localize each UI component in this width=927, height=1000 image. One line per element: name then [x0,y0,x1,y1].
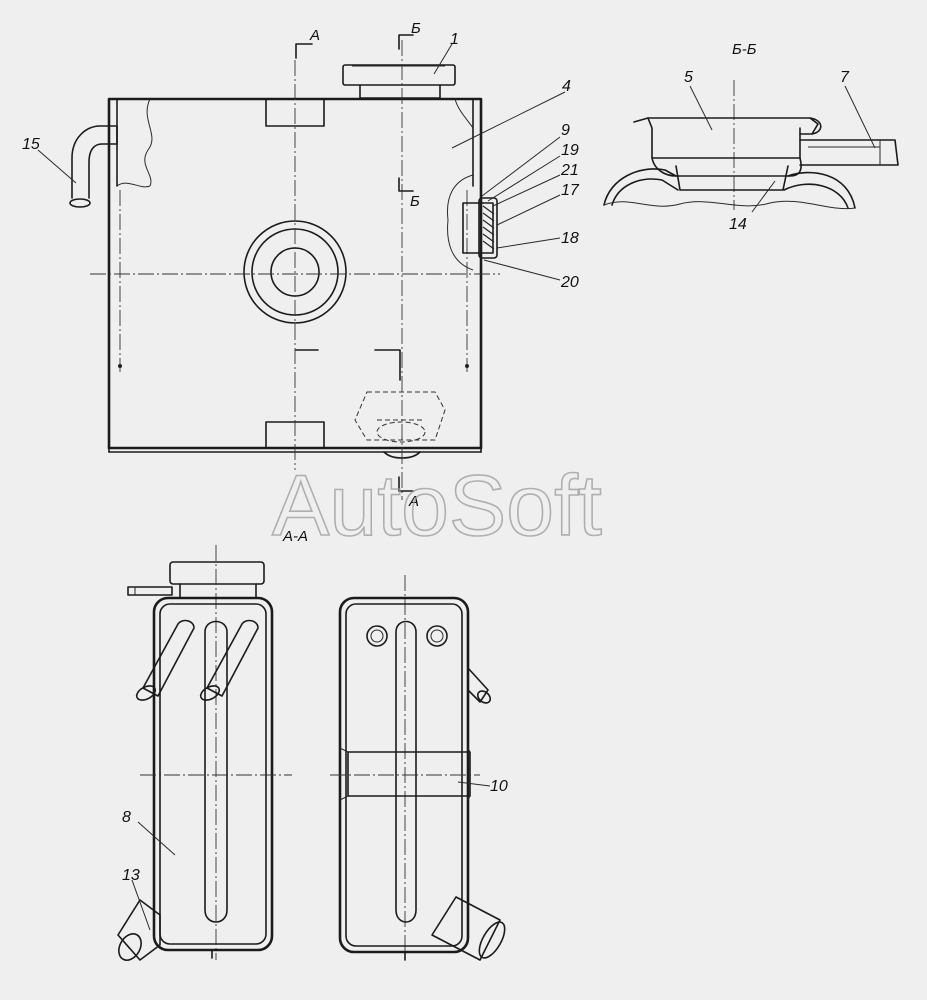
callout-19: 19 [561,142,579,159]
callout-9: 9 [561,122,570,139]
side-view [330,575,506,961]
callout-17: 17 [561,182,580,199]
section-bb-view: Б-Б [603,41,899,210]
callout-4: 4 [562,78,571,95]
callout-13: 13 [122,867,140,884]
callout-8: 8 [122,809,131,826]
callout-10: 10 [490,778,508,795]
callout-15: 15 [22,136,40,153]
section-aa-view: А-А [117,528,308,961]
cut-mark-b-mid: Б [410,193,420,210]
callout-21: 21 [560,162,579,179]
callout-1: 1 [450,31,459,48]
section-cut-marks: А Б Б А [295,20,421,510]
cut-mark-b-top: Б [411,20,421,37]
cut-mark-a-bottom: А [408,493,419,510]
front-view [69,40,500,500]
callout-5: 5 [684,69,693,86]
section-aa-title: А-А [282,528,308,545]
callout-20: 20 [560,274,579,291]
leader-lines [37,43,876,931]
watermark: AutoSoft [272,458,602,554]
section-bb-title: Б-Б [732,41,757,58]
callout-7: 7 [840,69,850,86]
callout-labels: 1 4 5 7 8 9 10 13 14 15 17 18 19 20 21 [22,31,850,884]
callout-18: 18 [561,230,579,247]
cut-mark-a-top: А [309,27,320,44]
callout-14: 14 [729,216,747,233]
